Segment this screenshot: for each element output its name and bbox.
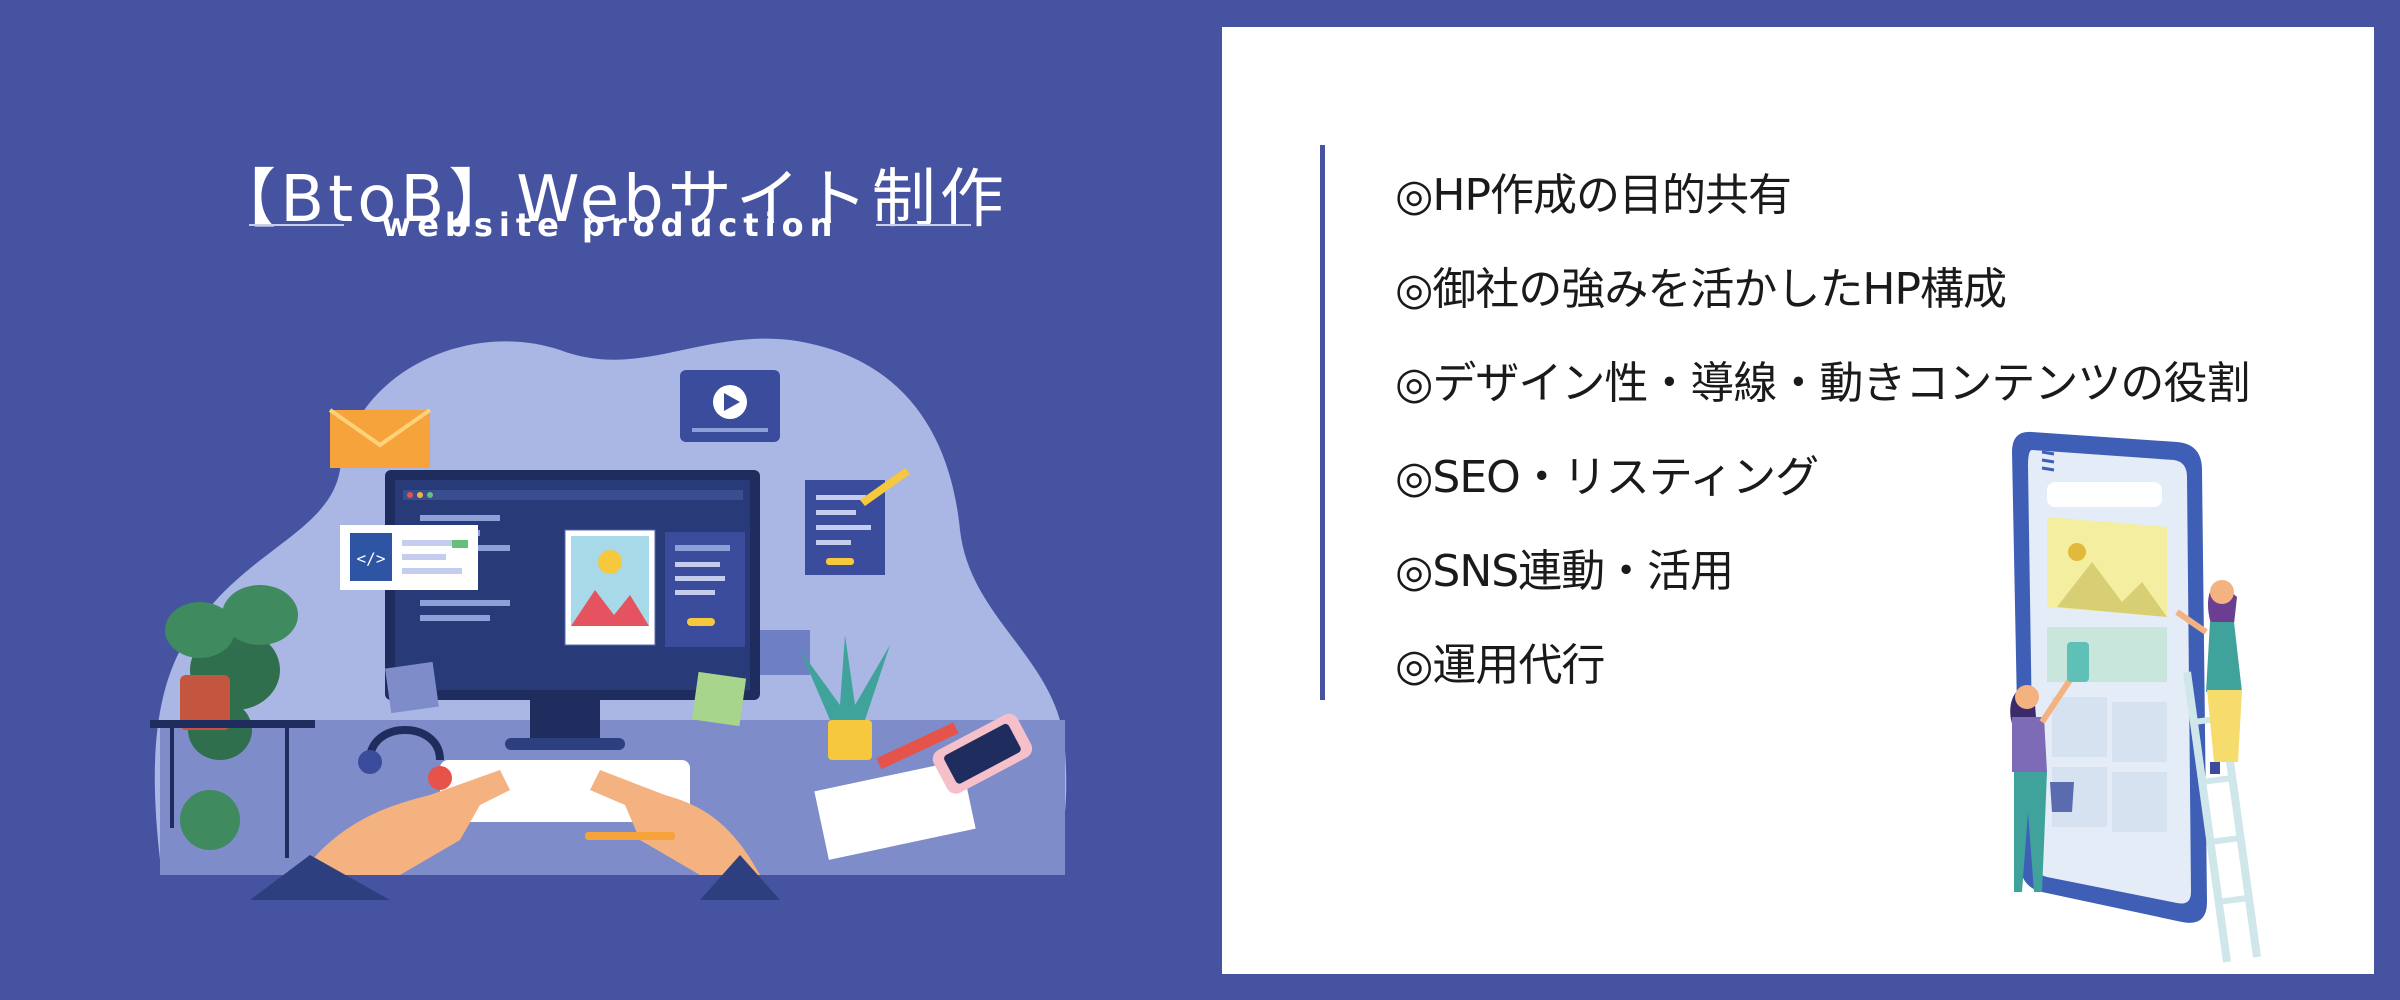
- person-on-ladder: [2175, 580, 2242, 774]
- sticky-note: [760, 630, 810, 675]
- left-sleeve: [250, 855, 390, 900]
- notebook: [814, 722, 976, 860]
- subtitle-divider-left: [248, 224, 344, 226]
- accent-bar: [1320, 145, 1325, 700]
- right-hand: [590, 770, 760, 875]
- mail-icon: [328, 408, 432, 468]
- pen: [585, 832, 675, 840]
- video-player-icon: [680, 370, 780, 442]
- sticky-note: [385, 661, 439, 714]
- subtitle: website production: [381, 206, 839, 244]
- plant-left: [165, 585, 298, 850]
- services-card: ◎HP作成の目的共有 ◎御社の強みを活かしたHP構成 ◎デザイン性・導線・動きコ…: [1222, 27, 2374, 974]
- service-item: ◎デザイン性・導線・動きコンテンツの役割: [1395, 358, 2250, 409]
- right-sleeve: [700, 855, 780, 900]
- service-item: ◎HP作成の目的共有: [1395, 170, 1792, 221]
- plant-right: [800, 635, 890, 760]
- headphones-icon: [358, 726, 452, 790]
- service-item: ◎SEO・リスティング: [1395, 452, 1819, 503]
- giant-phone: [2012, 431, 2207, 923]
- service-item: ◎SNS連動・活用: [1395, 546, 1734, 597]
- note-card: [805, 468, 910, 575]
- web-design-desk-illustration: </>: [150, 338, 1067, 900]
- svg-text:</>: </>: [357, 549, 386, 568]
- subtitle-row: website production: [0, 200, 1220, 250]
- sticky-note: [691, 671, 747, 727]
- left-panel: 【BtoB】Webサイト制作 website production: [0, 162, 1220, 900]
- side-table: [150, 720, 315, 728]
- phone-with-people-illustration: [2010, 431, 2261, 963]
- left-hand: [300, 770, 510, 875]
- service-item: ◎御社の強みを活かしたHP構成: [1395, 264, 2007, 315]
- page-title: 【BtoB】Webサイト制作: [212, 162, 1008, 237]
- subtitle-divider-right: [876, 224, 972, 226]
- services-list: ◎HP作成の目的共有 ◎御社の強みを活かしたHP構成 ◎デザイン性・導線・動きコ…: [1395, 159, 2250, 723]
- service-item: ◎運用代行: [1395, 640, 1605, 691]
- code-card: </>: [340, 525, 478, 590]
- person-painting: [2010, 642, 2089, 892]
